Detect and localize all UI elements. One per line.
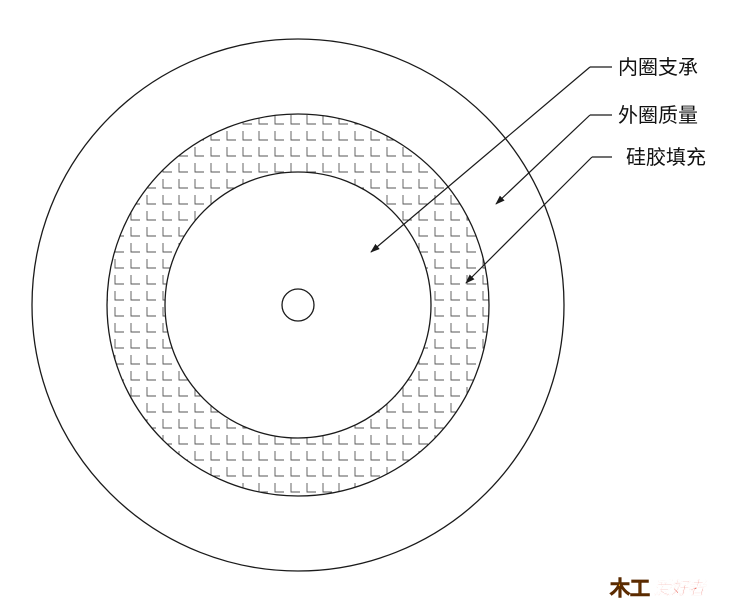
label-silicone-fill: 硅胶填充	[626, 145, 706, 169]
callout-silicone-fill: 硅胶填充	[465, 145, 706, 284]
outer-mass-ring	[31, 38, 565, 572]
callout-outer-mass: 外圈质量	[495, 103, 698, 205]
label-outer-mass: 外圈质量	[618, 103, 698, 127]
watermark-text-a: 木工	[609, 576, 650, 600]
watermark-logo: 木工 爱好者	[609, 576, 709, 601]
watermark-text-b: 爱好者	[654, 579, 708, 599]
callout-inner-support: 内圈支承	[370, 55, 698, 253]
label-inner-support: 内圈支承	[618, 55, 698, 79]
center-hole	[281, 288, 315, 322]
